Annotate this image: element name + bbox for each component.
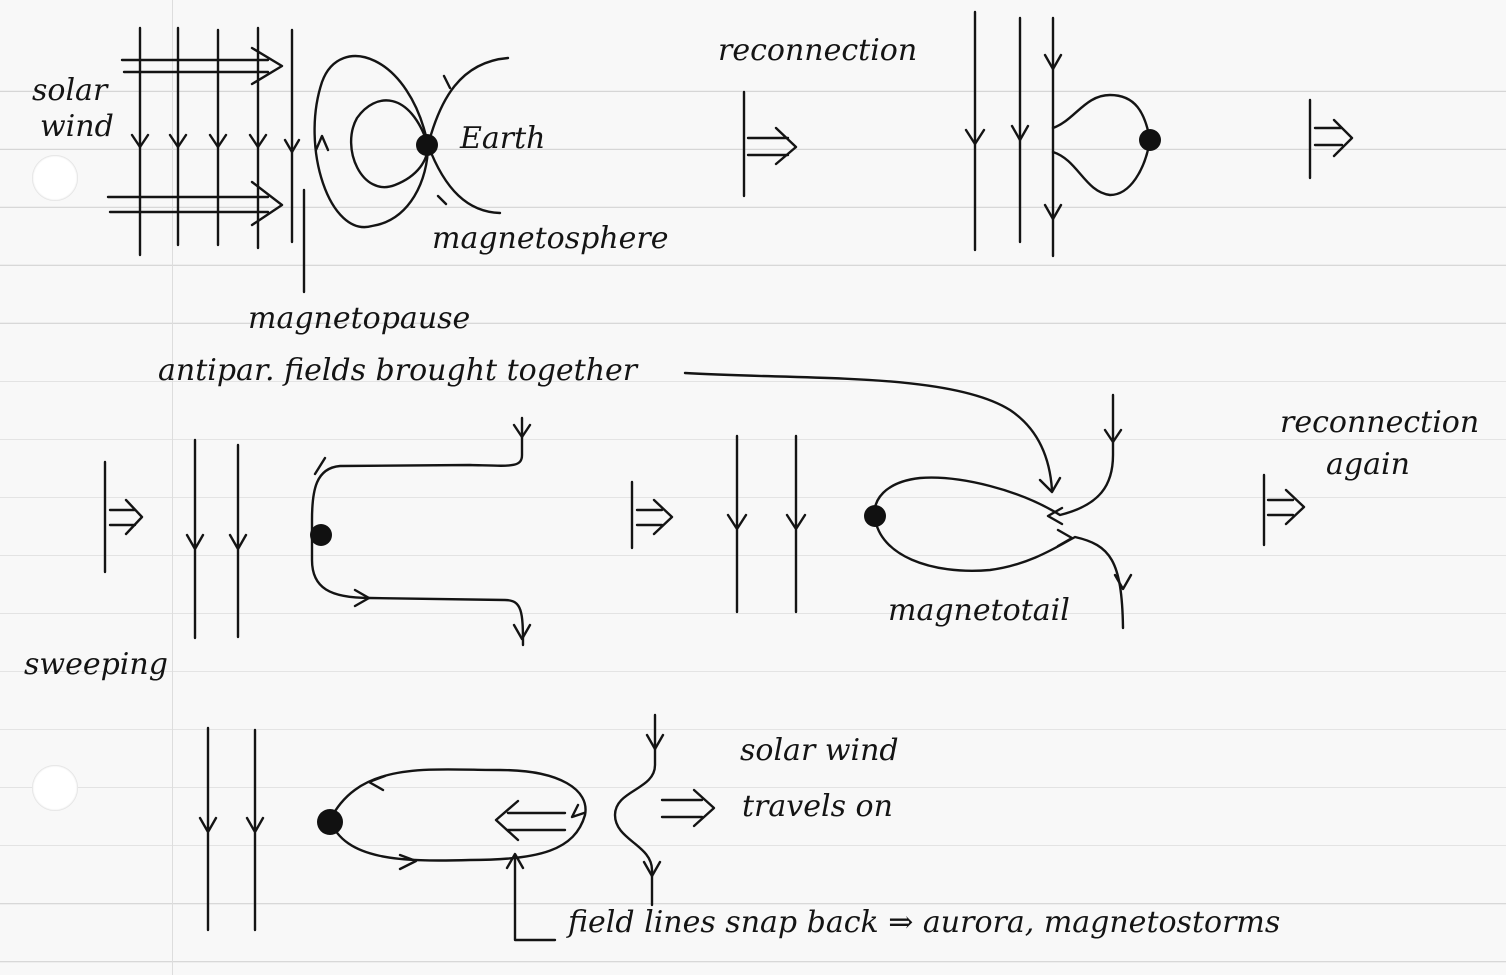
label-solar: solar — [32, 76, 107, 106]
label-travels-on: travels on — [742, 792, 893, 822]
implies-arrow-3 — [105, 462, 142, 572]
earth-dot-5 — [317, 809, 343, 835]
label-again: again — [1326, 450, 1410, 480]
implies-arrow-1 — [744, 92, 796, 196]
reconnected-loop — [1053, 95, 1150, 195]
label-reconnection-again: reconnection — [1280, 408, 1479, 438]
antiparallel-field-lines — [187, 440, 246, 638]
closed-loop — [330, 769, 586, 860]
sweeping-field-lines — [200, 728, 263, 930]
label-solar-wind: solar wind — [740, 736, 899, 766]
outer-field-line — [615, 715, 655, 905]
pointer-arrow — [685, 373, 1060, 492]
label-sweeping: sweeping — [24, 650, 168, 680]
snap-back-arrow — [496, 801, 565, 840]
label-earth: Earth — [460, 124, 546, 154]
implies-arrow-4 — [632, 482, 672, 548]
earth-dot — [416, 134, 438, 156]
implies-arrow-6 — [662, 790, 714, 826]
label-magnetopause: magnetopause — [248, 304, 470, 334]
implies-arrow-2 — [1310, 100, 1352, 178]
label-magnetotail: magnetotail — [888, 596, 1070, 626]
label-magnetosphere: magnetosphere — [432, 224, 669, 254]
reconnection-field-lines — [975, 12, 1053, 256]
earth-dot-3 — [310, 524, 332, 546]
tail-field-lines — [728, 436, 805, 612]
snap-back-pointer — [507, 854, 555, 940]
stretched-field-line — [312, 418, 523, 645]
label-antiparallel: antipar. fields brought together — [158, 356, 637, 386]
label-reconnection: reconnection — [718, 36, 917, 66]
earth-dot-2 — [1139, 129, 1161, 151]
earth-dot-4 — [864, 505, 886, 527]
implies-arrow-5 — [1264, 475, 1304, 545]
label-wind: wind — [40, 112, 114, 142]
label-snap-back: field lines snap back ⇒ aurora, magnetos… — [568, 908, 1280, 938]
